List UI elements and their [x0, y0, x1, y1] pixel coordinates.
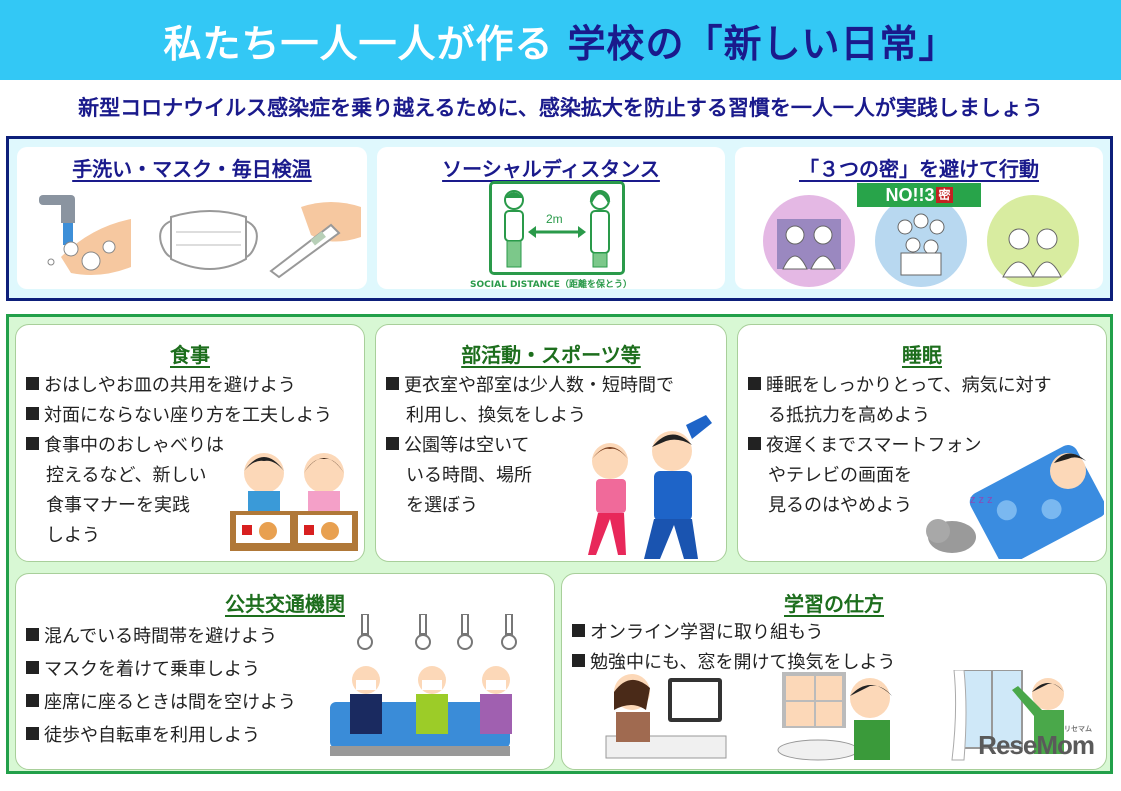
handwash-mask-thermometer-icon — [39, 195, 361, 279]
social-distance-sign: 2m — [489, 181, 625, 275]
list-item: 更衣室や部室は少人数・短時間で 利用し、換気をしよう — [386, 371, 674, 431]
bullet-icon — [26, 661, 39, 674]
bullet-icon — [26, 628, 39, 641]
public-transit-list: 混んでいる時間帯を避けよう マスクを着けて乗車しよう 座席に座るときは間を空けよ… — [26, 620, 296, 752]
bullet-icon — [386, 437, 399, 450]
bullet-icon — [26, 377, 39, 390]
public-transit-title: 公共交通機関 — [225, 592, 345, 616]
list-item: 勉強中にも、窓を開けて換気をしよう — [572, 648, 895, 678]
meal-card: 食事 おはしやお皿の共用を避けよう 対面にならない座り方を工夫しよう 食事中のお… — [15, 324, 365, 562]
svg-text:z z z: z z z — [970, 494, 993, 506]
study-card: 学習の仕方 オンライン学習に取り組もう 勉強中にも、窓を開けて換気をしよう — [561, 573, 1107, 770]
club-sports-title: 部活動・スポーツ等 — [461, 343, 641, 367]
badge-text: NO!!3 — [885, 185, 935, 205]
sleep-card: 睡眠 睡眠をしっかりとって、病気に対す る抵抗力を高めよう 夜遅くまでスマートフ… — [737, 324, 1107, 562]
video-call-icon — [777, 672, 892, 761]
club-sports-list: 更衣室や部室は少人数・短時間で 利用し、換気をしよう 公園等は空いて いる時間、… — [386, 371, 674, 521]
sleeping-child-cat-icon: z z z — [926, 445, 1104, 559]
tablet-study-icon — [605, 674, 727, 759]
distance-label: 2m — [546, 212, 563, 226]
list-item: マスクを着けて乗車しよう — [26, 653, 296, 686]
list-item: 対面にならない座り方を工夫しよう — [26, 401, 332, 431]
meal-list: おはしやお皿の共用を避けよう 対面にならない座り方を工夫しよう 食事中のおしゃべ… — [26, 371, 332, 551]
daily-life-panel: 食事 おはしやお皿の共用を避けよう 対面にならない座り方を工夫しよう 食事中のお… — [6, 314, 1113, 774]
three-cs-icons — [763, 195, 1079, 287]
subtitle: 新型コロナウイルス感染症を乗り越えるために、感染拡大を防止する習慣を一人一人が実… — [78, 96, 1043, 120]
bullet-icon — [26, 437, 39, 450]
title-banner: 私たち一人一人が作る 学校の「新しい日常」 — [0, 0, 1121, 80]
bullet-icon — [26, 407, 39, 420]
bullet-icon — [572, 624, 585, 637]
three-cs-title: 「３つの密」を避けて行動 — [799, 157, 1039, 181]
list-item: 徒歩や自転車を利用しよう — [26, 719, 296, 752]
badge-kanji: 密 — [936, 187, 953, 203]
prevention-basics-panel: 手洗い・マスク・毎日検温 ソーシャルディスタンス — [6, 136, 1113, 301]
list-item: 食事中のおしゃべりは 控えるなど、新しい 食事マナーを実践 しよう — [26, 431, 332, 551]
list-item: 混んでいる時間帯を避けよう — [26, 620, 296, 653]
hygiene-title: 手洗い・マスク・毎日検温 — [72, 157, 312, 181]
meal-title: 食事 — [170, 343, 210, 367]
bullet-icon — [748, 437, 761, 450]
children-eating-icon — [230, 453, 358, 551]
club-sports-card: 部活動・スポーツ等 更衣室や部室は少人数・短時間で 利用し、換気をしよう 公園等… — [375, 324, 727, 562]
bullet-icon — [748, 377, 761, 390]
online-study-ventilation-icon — [605, 670, 1064, 761]
list-item: おはしやお皿の共用を避けよう — [26, 371, 332, 401]
hygiene-card: 手洗い・マスク・毎日検温 — [17, 147, 367, 289]
study-title: 学習の仕方 — [784, 592, 884, 616]
open-window-icon — [951, 670, 1064, 761]
public-transit-card: 公共交通機関 混んでいる時間帯を避けよう マスクを着けて乗車しよう 座席に座ると… — [15, 573, 555, 770]
crowded-place-icon — [875, 195, 967, 287]
study-list: オンライン学習に取り組もう 勉強中にも、窓を開けて換気をしよう — [572, 618, 895, 678]
sleep-list: 睡眠をしっかりとって、病気に対す る抵抗力を高めよう 夜遅くまでスマートフォン … — [748, 371, 1052, 521]
train-passengers-icon — [330, 614, 517, 756]
social-distance-card: ソーシャルディスタンス 2m SOCIAL DISTANCE（距離を保とう） — [377, 147, 725, 290]
bullet-icon — [26, 694, 39, 707]
exercising-people-icon — [588, 415, 712, 559]
closed-space-icon — [763, 195, 855, 287]
list-item: 公園等は空いて いる時間、場所 を選ぼう — [386, 431, 674, 521]
bullet-icon — [572, 654, 585, 667]
bullet-icon — [26, 727, 39, 740]
sleep-title: 睡眠 — [902, 343, 942, 367]
two-people-distance-icon — [504, 190, 611, 268]
social-distance-title: ソーシャルディスタンス — [442, 157, 660, 181]
title-part-1: 私たち一人一人が作る — [163, 21, 554, 66]
social-distance-caption: SOCIAL DISTANCE（距離を保とう） — [470, 280, 632, 290]
close-contact-icon — [987, 195, 1079, 287]
list-item: 夜遅くまでスマートフォン やテレビの画面を 見るのはやめよう — [748, 431, 1052, 521]
title-part-2: 学校の「新しい日常」 — [567, 21, 958, 66]
list-item: オンライン学習に取り組もう — [572, 618, 895, 648]
list-item: 座席に座るときは間を空けよう — [26, 686, 296, 719]
list-item: 睡眠をしっかりとって、病気に対す る抵抗力を高めよう — [748, 371, 1052, 431]
bullet-icon — [386, 377, 399, 390]
